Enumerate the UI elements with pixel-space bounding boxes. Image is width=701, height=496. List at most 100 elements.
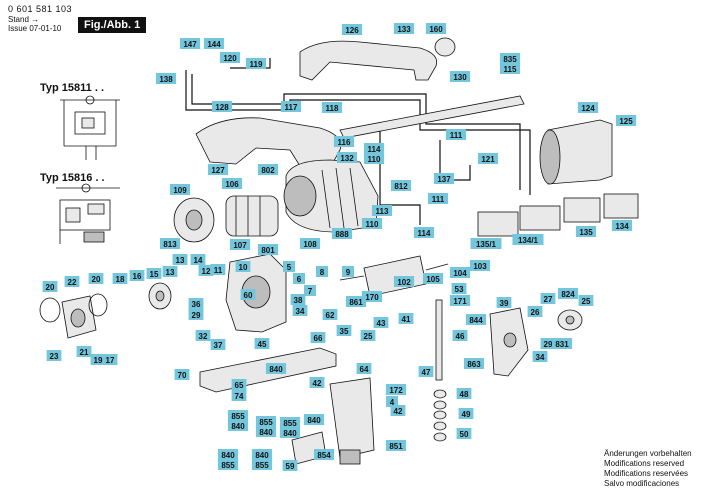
- part-label-12: 12: [198, 265, 214, 276]
- part-label-147: 147: [179, 38, 201, 49]
- part-label-box: [231, 390, 247, 401]
- part-label-box: [373, 317, 389, 328]
- part-label-text: 844: [469, 316, 483, 325]
- part-label-box: [456, 428, 472, 439]
- part-label-108: 108: [299, 238, 321, 249]
- part-label-text: 13: [176, 256, 185, 265]
- part-label-text: 19: [94, 356, 103, 365]
- part-label-box: [76, 346, 92, 357]
- part-label-text: 130: [453, 73, 467, 82]
- part-label-8: 8: [316, 266, 328, 277]
- part-label-box: [422, 273, 444, 284]
- part-label-text: 36: [192, 300, 201, 309]
- part-label-134: 134: [611, 220, 633, 231]
- part-label-59: 59: [282, 460, 298, 471]
- part-label-130: 130: [449, 71, 471, 82]
- fan-109: [173, 197, 215, 243]
- part-label-29: 29: [540, 338, 556, 349]
- part-label-box: [282, 460, 298, 471]
- part-label-text: 27: [544, 295, 553, 304]
- part-label-107: 107: [229, 239, 251, 250]
- part-label-50: 50: [456, 428, 472, 439]
- part-label-box: [452, 330, 468, 341]
- part-label-box: [499, 63, 521, 74]
- part-label-32: 32: [195, 330, 211, 341]
- gear-housing-801: [225, 253, 287, 333]
- part-label-16: 16: [129, 270, 145, 281]
- part-label-25: 25: [360, 330, 376, 341]
- part-label-text: 17: [106, 356, 115, 365]
- part-label-855: 855: [251, 459, 273, 470]
- part-label-text: 104: [453, 269, 467, 278]
- part-label-box: [219, 52, 241, 63]
- part-label-62: 62: [322, 309, 338, 320]
- part-label-text: 62: [326, 311, 335, 320]
- part-label-17: 17: [102, 354, 118, 365]
- part-label-text: 110: [366, 220, 379, 229]
- part-label-text: 854: [317, 451, 331, 460]
- part-label-box: [283, 261, 295, 272]
- part-label-text: 114: [368, 145, 381, 154]
- part-label-box: [174, 369, 190, 380]
- notes-block: Änderungen vorbehalten Modifications res…: [604, 449, 692, 489]
- part-label-box: [245, 58, 267, 69]
- part-label-box: [425, 23, 447, 34]
- part-label-box: [313, 449, 335, 460]
- part-label-box: [363, 143, 385, 154]
- part-label-160: 160: [425, 23, 447, 34]
- part-label-box: [331, 228, 353, 239]
- part-label-box: [195, 330, 211, 341]
- part-label-text: 135/1: [476, 240, 497, 249]
- wiring-harness: [185, 58, 531, 225]
- part-label-box: [112, 273, 128, 284]
- part-label-114: 114: [363, 143, 385, 154]
- part-label-47: 47: [418, 366, 434, 377]
- part-label-box: [336, 325, 352, 336]
- part-label-text: 26: [531, 308, 540, 317]
- part-label-25: 25: [578, 295, 594, 306]
- part-label-box: [46, 350, 62, 361]
- part-label-box: [290, 294, 306, 305]
- part-label-text: 124: [581, 104, 595, 113]
- part-label-text: 840: [255, 451, 269, 460]
- roller-support-824: [557, 309, 583, 331]
- plunger-46: [435, 299, 443, 381]
- part-label-box: [279, 417, 301, 428]
- part-label-text: 115: [504, 65, 517, 74]
- part-label-text: 126: [345, 26, 359, 35]
- part-label-box: [465, 314, 487, 325]
- part-label-43: 43: [373, 317, 389, 328]
- part-label-132: 132: [336, 152, 358, 163]
- ring-20-a: [39, 297, 61, 323]
- part-label-box: [309, 377, 325, 388]
- part-label-box: [279, 427, 301, 438]
- part-label-box: [162, 266, 178, 277]
- part-label-text: 138: [159, 75, 173, 84]
- part-label-22: 22: [64, 276, 80, 287]
- part-label-121: 121: [477, 153, 499, 164]
- part-label-text: 888: [335, 230, 349, 239]
- part-label-844: 844: [465, 314, 487, 325]
- part-label-box: [88, 273, 104, 284]
- part-label-45: 45: [254, 338, 270, 349]
- part-160-ring: [434, 37, 456, 57]
- part-label-box: [321, 102, 343, 113]
- part-label-box: [532, 351, 548, 362]
- part-label-144: 144: [203, 38, 225, 49]
- part-label-113: 113: [371, 205, 393, 216]
- part-label-box: [179, 38, 201, 49]
- part-label-box: [254, 338, 270, 349]
- part-label-text: 114: [418, 229, 431, 238]
- part-label-text: 855: [259, 418, 273, 427]
- part-label-box: [146, 268, 162, 279]
- part-label-48: 48: [456, 388, 472, 399]
- part-label-text: 831: [555, 340, 569, 349]
- type-label-2: Typ 15816 . .: [40, 172, 105, 184]
- part-label-box: [385, 440, 407, 451]
- part-label-127: 127: [207, 164, 229, 175]
- part-label-103: 103: [469, 260, 491, 271]
- part-label-42: 42: [309, 377, 325, 388]
- part-label-text: 42: [313, 379, 322, 388]
- part-label-20: 20: [88, 273, 104, 284]
- drive-rod-115: [339, 95, 525, 139]
